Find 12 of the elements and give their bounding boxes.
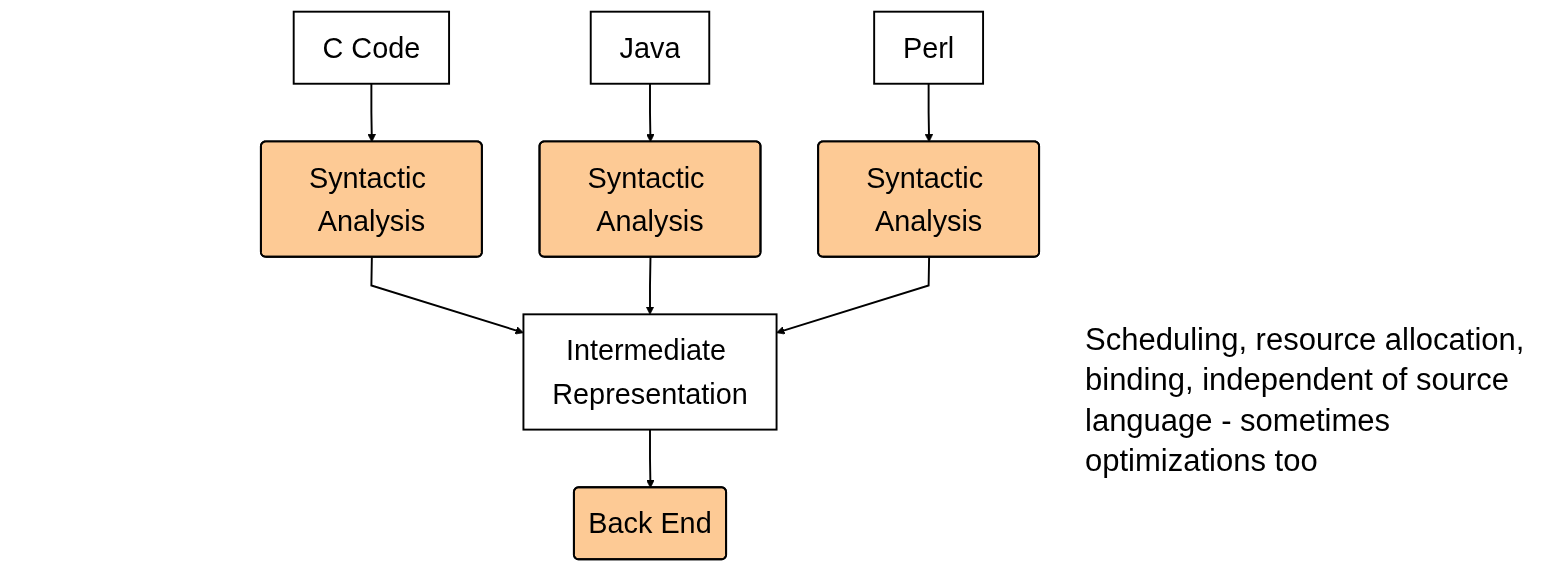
node-box: C Code bbox=[292, 10, 451, 85]
arrow bbox=[367, 82, 376, 143]
node-box: Java bbox=[589, 10, 711, 85]
arrow bbox=[776, 256, 931, 335]
note-text: Scheduling, resource allocation, binding, independent of source language - sometimes optimizations too bbox=[1085, 321, 1525, 480]
arrow bbox=[646, 82, 655, 143]
node-box: Perl bbox=[873, 10, 985, 85]
arrow bbox=[646, 428, 655, 489]
node-box: Intermediate Representation bbox=[522, 313, 778, 431]
arrow bbox=[645, 256, 655, 315]
arrow bbox=[924, 82, 934, 143]
arrow bbox=[370, 256, 524, 335]
